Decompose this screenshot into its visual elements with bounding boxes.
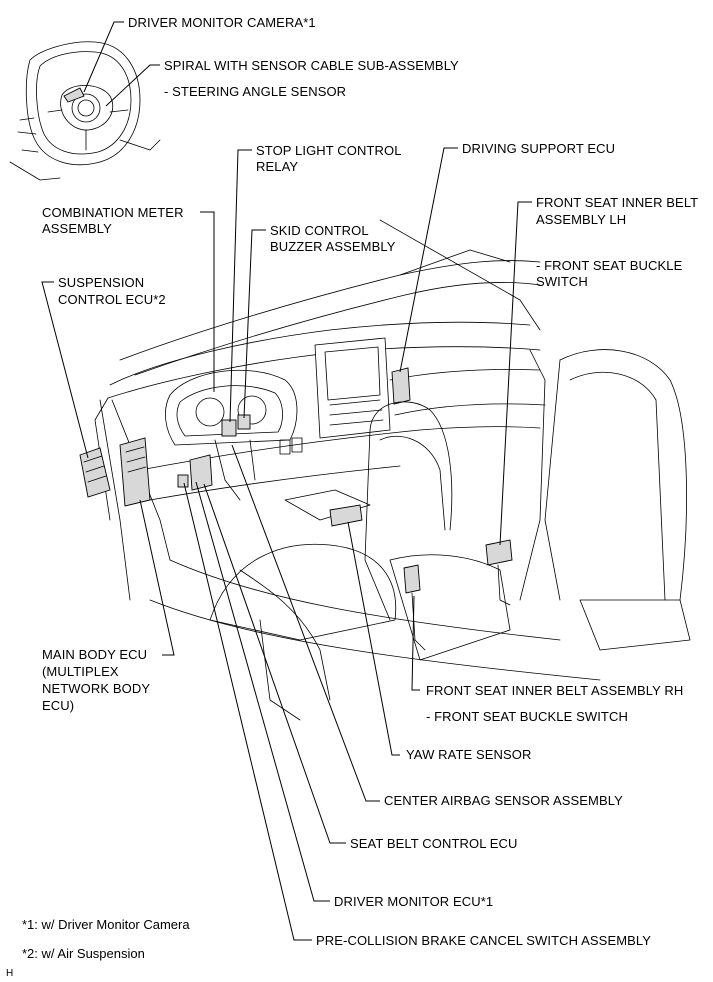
label-steering-angle-sensor: - STEERING ANGLE SENSOR	[164, 84, 347, 99]
label-yaw-rate-sensor: YAW RATE SENSOR	[406, 747, 532, 762]
label-skid-buzzer-1: SKID CONTROL	[270, 223, 369, 238]
footnote-1: *1: w/ Driver Monitor Camera	[22, 917, 190, 932]
label-center-airbag: CENTER AIRBAG SENSOR ASSEMBLY	[384, 793, 623, 808]
label-buckle-lh-1: - FRONT SEAT BUCKLE	[536, 258, 683, 273]
label-main-body-ecu-4: ECU)	[42, 698, 75, 713]
footnote-2: *2: w/ Air Suspension	[22, 946, 145, 961]
steering-wheel-inset	[9, 41, 161, 181]
label-driver-monitor-ecu: DRIVER MONITOR ECU*1	[334, 894, 494, 909]
label-main-body-ecu-2: (MULTIPLEX	[42, 664, 119, 679]
label-front-belt-rh: FRONT SEAT INNER BELT ASSEMBLY RH	[426, 683, 684, 698]
dashboard-illustration	[79, 219, 691, 721]
label-spiral-cable: SPIRAL WITH SENSOR CABLE SUB-ASSEMBLY	[164, 58, 459, 73]
label-pcs-cancel-switch: PRE-COLLISION BRAKE CANCEL SWITCH ASSEMB…	[316, 933, 652, 948]
label-driver-monitor-camera: DRIVER MONITOR CAMERA*1	[128, 15, 316, 30]
corner-code: H	[6, 968, 13, 979]
label-buckle-rh: - FRONT SEAT BUCKLE SWITCH	[426, 709, 628, 724]
label-front-belt-lh-1: FRONT SEAT INNER BELT	[536, 195, 699, 210]
label-suspension-ecu-2: CONTROL ECU*2	[58, 292, 166, 307]
label-combination-meter-1: COMBINATION METER	[42, 205, 184, 220]
label-stop-light-relay-2: RELAY	[256, 159, 299, 174]
label-combination-meter-2: ASSEMBLY	[42, 221, 112, 236]
label-front-belt-lh-2: ASSEMBLY LH	[536, 212, 627, 227]
label-main-body-ecu-3: NETWORK BODY	[42, 681, 151, 696]
leader-lines	[41, 21, 532, 941]
label-driving-support-ecu: DRIVING SUPPORT ECU	[462, 141, 616, 156]
label-stop-light-relay-1: STOP LIGHT CONTROL	[256, 143, 402, 158]
label-main-body-ecu-1: MAIN BODY ECU	[42, 647, 148, 662]
label-seat-belt-ecu: SEAT BELT CONTROL ECU	[350, 836, 518, 851]
label-suspension-ecu-1: SUSPENSION	[58, 275, 145, 290]
label-skid-buzzer-2: BUZZER ASSEMBLY	[270, 239, 396, 254]
label-buckle-lh-2: SWITCH	[536, 274, 588, 289]
